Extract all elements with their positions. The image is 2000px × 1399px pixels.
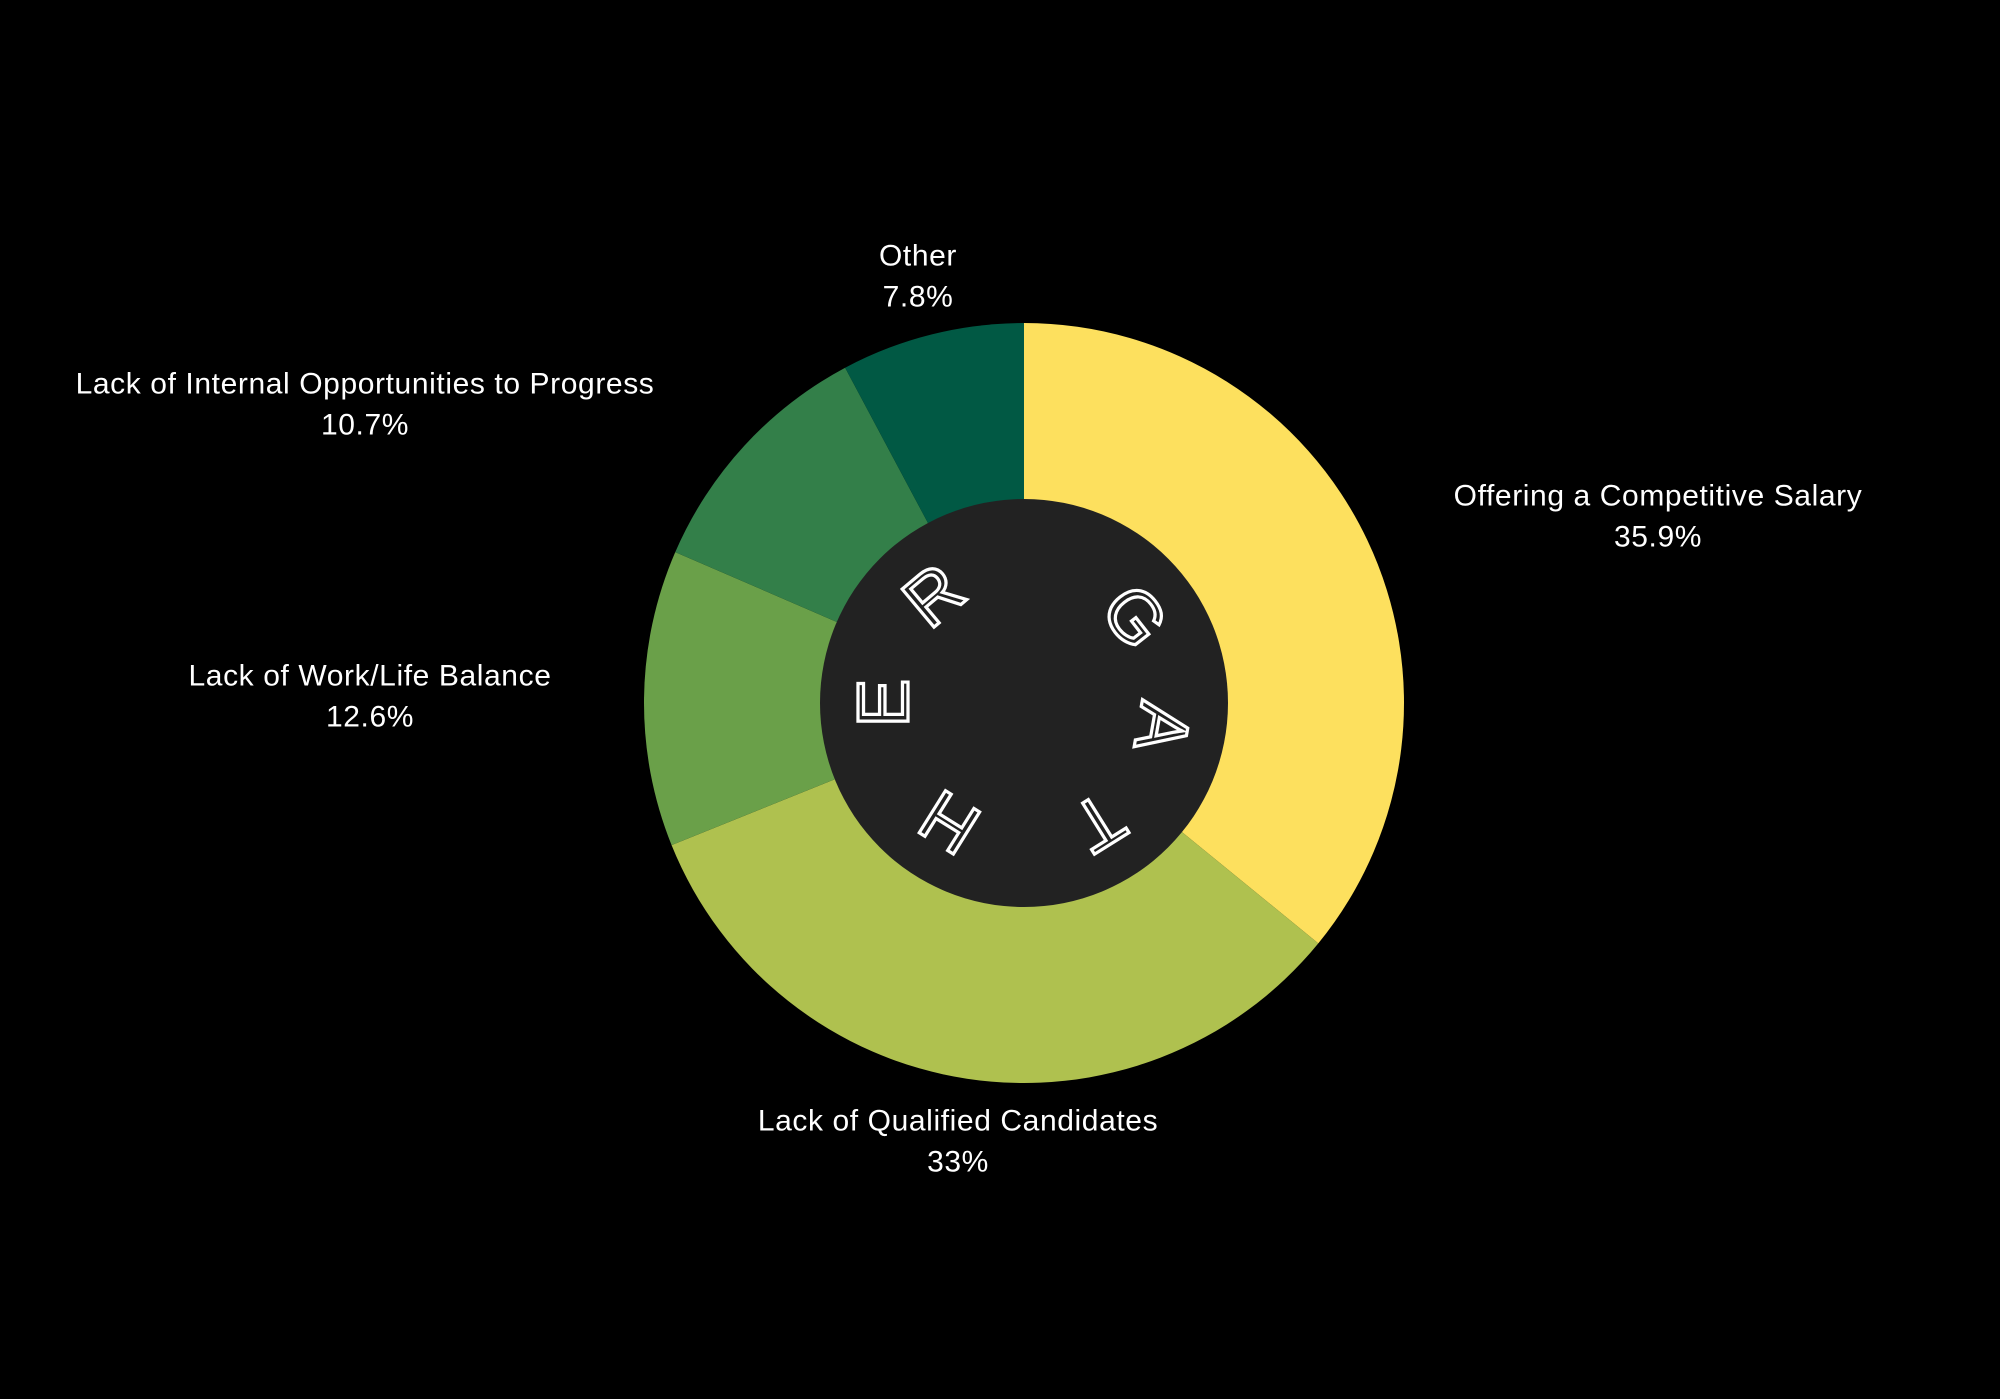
slice-label-lack-of-internal-opportunities-to-progress: Lack of Internal Opportunities to Progre…: [76, 368, 655, 401]
slice-value-lack-of-work-life-balance: 12.6%: [326, 701, 414, 734]
slice-label-lack-of-qualified-candidates: Lack of Qualified Candidates: [758, 1105, 1158, 1138]
slice-value-lack-of-qualified-candidates: 33%: [927, 1146, 989, 1179]
label-lack-of-work-life-balance: Lack of Work/Life Balance 12.6%: [189, 660, 552, 734]
slice-label-offering-a-competitive-salary: Offering a Competitive Salary: [1454, 480, 1863, 513]
label-lack-of-qualified-candidates: Lack of Qualified Candidates 33%: [758, 1105, 1158, 1179]
slice-label-lack-of-work-life-balance: Lack of Work/Life Balance: [189, 660, 552, 693]
slice-label-other: Other: [879, 240, 957, 273]
slice-value-offering-a-competitive-salary: 35.9%: [1614, 521, 1702, 554]
logo-letter-e: E: [844, 679, 924, 727]
label-other: Other 7.8%: [879, 240, 957, 314]
slice-value-lack-of-internal-opportunities-to-progress: 10.7%: [321, 409, 409, 442]
label-lack-of-internal-opportunities-to-progress: Lack of Internal Opportunities to Progre…: [76, 368, 655, 442]
slice-value-other: 7.8%: [883, 281, 954, 314]
center-logo-disc: [820, 499, 1228, 907]
slice-labels-group: Offering a Competitive Salary 35.9% Lack o…: [76, 240, 1863, 1179]
label-offering-a-competitive-salary: Offering a Competitive Salary 35.9%: [1454, 480, 1863, 554]
